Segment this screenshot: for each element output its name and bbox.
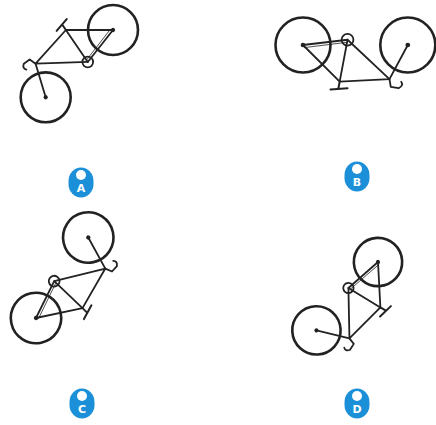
bicycle-a bbox=[0, 0, 148, 133]
option-letter: B bbox=[344, 177, 370, 189]
label-badge: D bbox=[344, 388, 370, 419]
option-letter: C bbox=[69, 404, 95, 416]
option-letter: A bbox=[68, 183, 94, 195]
bicycle-d bbox=[282, 228, 423, 375]
option-letter: D bbox=[344, 404, 370, 416]
label-badge: C bbox=[69, 388, 95, 419]
label-badge: B bbox=[344, 161, 370, 192]
bicycle-b bbox=[275, 17, 435, 89]
label-badge: A bbox=[68, 167, 94, 198]
bicycle-c bbox=[1, 203, 136, 362]
